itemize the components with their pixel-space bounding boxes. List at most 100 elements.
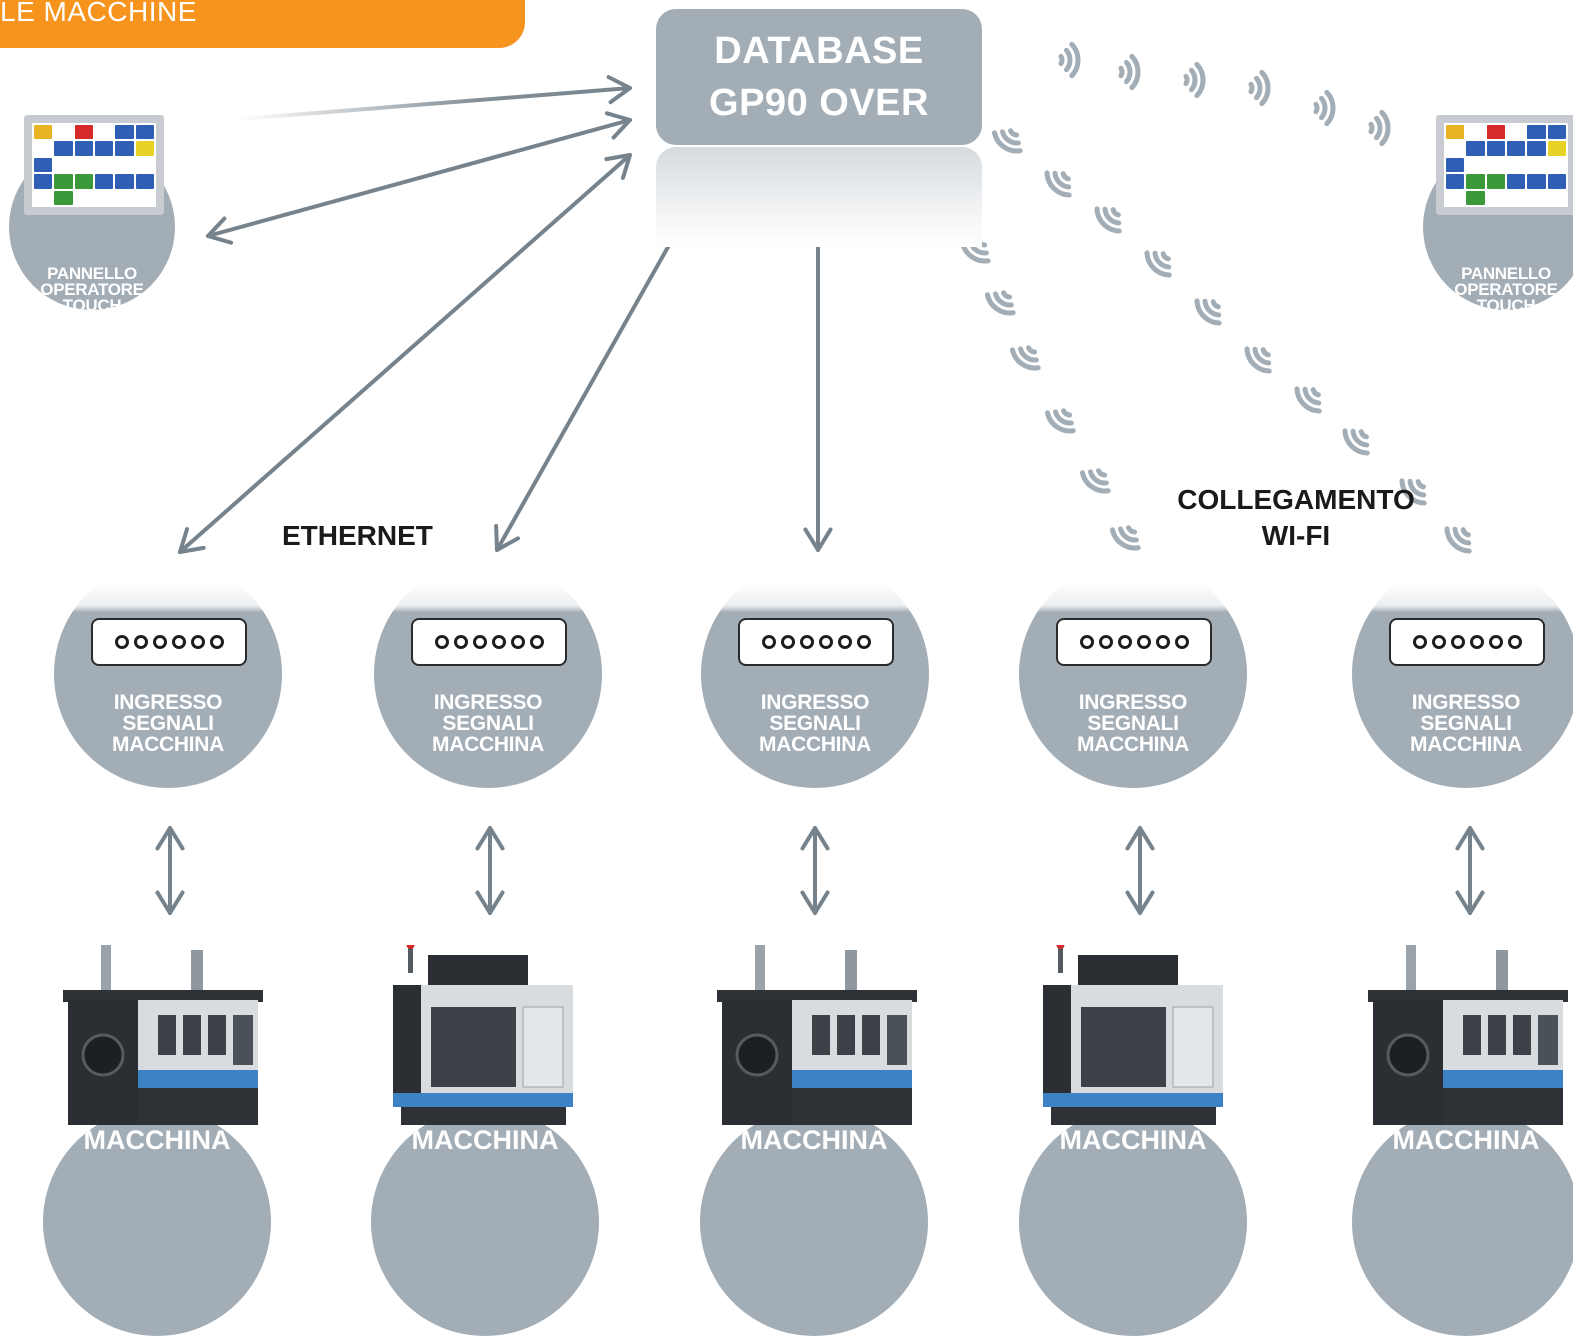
- machine-unit: MACCHINA: [43, 1108, 271, 1336]
- terminal-connector: [411, 618, 567, 666]
- screen-tile: [1466, 141, 1485, 156]
- signal-input-label-line: INGRESSO: [1411, 691, 1521, 714]
- operator-panel-label-line: OPERATORE: [40, 280, 144, 299]
- connector-pin: [1155, 635, 1170, 649]
- machine-signal-arrow-3: [800, 826, 830, 915]
- connector-pin: [837, 635, 852, 649]
- wifi-wave-top-5: [1313, 89, 1336, 127]
- screen-tile: [1507, 174, 1526, 189]
- database-box: DATABASE GP90 OVER: [656, 9, 982, 145]
- screen-tile: [95, 190, 114, 205]
- operator-panel-label-line: TOUCH: [1476, 296, 1536, 310]
- wifi-label-line2: WI-FI: [1261, 520, 1331, 551]
- screen-tile: [1486, 125, 1505, 140]
- fading-link-arrow: [238, 75, 632, 121]
- signal-input-label-line: MACCHINA: [1410, 733, 1522, 756]
- screen-tile: [1507, 190, 1526, 205]
- screen-tile: [95, 157, 114, 173]
- connector-pin: [1136, 635, 1151, 649]
- cnc-lathe-image: [1368, 945, 1568, 1125]
- connector-pin: [171, 635, 186, 649]
- wifi-wave-top-1: [1058, 41, 1081, 79]
- screen-tile: [1547, 157, 1566, 173]
- connector-pin: [209, 635, 224, 649]
- connector-pin: [453, 635, 468, 649]
- connector-pin: [780, 635, 795, 649]
- connector-pin: [1174, 635, 1189, 649]
- screen-tile: [95, 141, 114, 156]
- wifi-wave-top-3: [1183, 61, 1206, 99]
- vertical-machining-center-image: [1043, 945, 1223, 1125]
- wifi-wave-right-7: [1342, 428, 1370, 456]
- wifi-wave-right-2: [1094, 206, 1122, 234]
- signal-input-label-line: MACCHINA: [432, 733, 544, 756]
- screen-tile: [1547, 141, 1566, 156]
- screen-tile: [1446, 141, 1465, 156]
- screen-tile: [135, 190, 154, 205]
- screen-tile: [1466, 157, 1485, 173]
- connector-pin: [799, 635, 814, 649]
- connector-pin: [1098, 635, 1113, 649]
- screen-tile: [34, 174, 53, 189]
- connector-pin: [152, 635, 167, 649]
- connector-pin: [818, 635, 833, 649]
- signal-input-label-line: INGRESSO: [1078, 691, 1188, 714]
- screen-tile: [115, 125, 134, 140]
- touch-screen-grid: [32, 123, 156, 207]
- touch-screen-grid: [1444, 123, 1568, 207]
- signal-input-label-line: MACCHINA: [1077, 733, 1189, 756]
- machine-label: MACCHINA: [411, 1125, 559, 1155]
- screen-tile: [1486, 141, 1505, 156]
- screen-tile: [1527, 125, 1546, 140]
- signal-input-label-line: SEGNALI: [1087, 712, 1179, 735]
- screen-tile: [115, 174, 134, 189]
- screen-tile: [1486, 157, 1505, 173]
- screen-tile: [34, 125, 53, 140]
- screen-tile: [1446, 174, 1465, 189]
- signal-input-label-line: MACCHINA: [112, 733, 224, 756]
- connector-pin: [114, 635, 129, 649]
- wifi-wave-right-5: [1244, 346, 1272, 374]
- connector-pin: [133, 635, 148, 649]
- wifi-wave-right-9: [1444, 526, 1472, 554]
- machine-unit: MACCHINA: [1352, 1108, 1573, 1336]
- database-title: DATABASE: [714, 30, 924, 72]
- connector-pin: [856, 635, 871, 649]
- connector-pin: [1450, 635, 1465, 649]
- screen-tile: [1446, 190, 1465, 205]
- screen-tile: [54, 157, 73, 173]
- wifi-wave-left-6: [1045, 408, 1076, 434]
- screen-tile: [1507, 125, 1526, 140]
- wifi-wave-right-3: [1144, 250, 1172, 278]
- screen-tile: [115, 141, 134, 156]
- touch-screen-panel: [1436, 115, 1573, 215]
- operator-panel-label-line: PANNELLO: [47, 264, 137, 283]
- screen-tile: [1486, 174, 1505, 189]
- connector-pin: [491, 635, 506, 649]
- wifi-wave-left-8: [1110, 525, 1141, 551]
- connector-pin: [1079, 635, 1094, 649]
- machine-signal-arrow-2: [475, 826, 505, 915]
- signal-input-label-line: INGRESSO: [113, 691, 223, 714]
- wifi-wave-top-4: [1248, 69, 1271, 107]
- signal-input-label-line: INGRESSO: [760, 691, 870, 714]
- wifi-wave-top-6: [1368, 109, 1391, 147]
- operator-panel-label-line: OPERATORE: [1454, 280, 1558, 299]
- terminal-connector: [91, 618, 247, 666]
- wifi-wave-left-1: [992, 128, 1023, 154]
- connector-pin: [1507, 635, 1522, 649]
- machine-label: MACCHINA: [1059, 1125, 1207, 1155]
- screen-tile: [34, 141, 53, 156]
- connector-pin: [472, 635, 487, 649]
- wifi-wave-right-6: [1294, 386, 1322, 414]
- wifi-wave-left-7: [1080, 468, 1111, 494]
- machine-unit: MACCHINA: [1019, 1108, 1247, 1336]
- connector-pin: [1431, 635, 1446, 649]
- connector-pin: [1412, 635, 1427, 649]
